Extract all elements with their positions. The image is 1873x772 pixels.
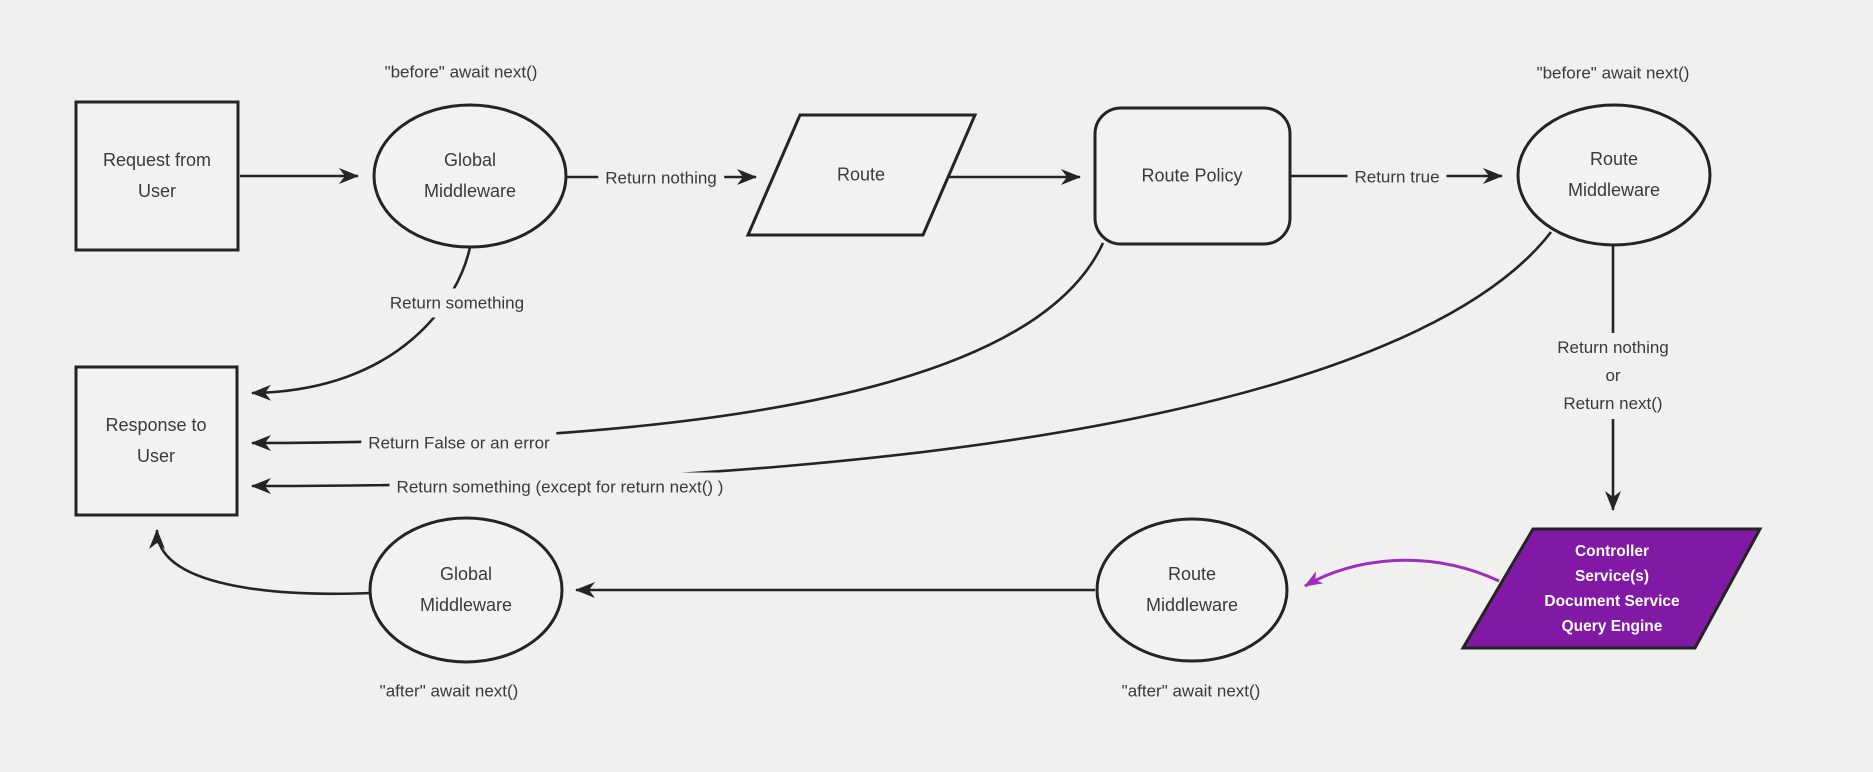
global-middleware-top-label: Global Middleware [423,150,517,201]
route-middleware-top-label: Route Middleware [1567,149,1661,200]
route-node-label: Route [836,164,886,185]
edge-return-false-to-response [251,242,1105,451]
edge-controller-to-route-middleware-bottom [1304,558,1500,588]
route-parallelogram [745,113,978,237]
controller-node-label: Controller Service(s) Document Service Q… [1544,543,1680,635]
edge-global-middleware-bottom-to-response [149,529,372,596]
return-true-label: Return true [1347,162,1447,192]
route-policy-box [1093,106,1292,246]
route-policy-label: Route Policy [1141,165,1243,186]
return-nothing-or-next-label: Return nothing or Return next() [1550,333,1676,419]
before-await-next-right-label: "before" await next() [1529,58,1697,88]
global-middleware-bottom-ellipse [368,516,564,664]
edge-return-something-to-response [251,246,472,401]
return-false-or-error-label: Return False or an error [361,428,557,458]
request-box [74,100,240,252]
controller-parallelogram [1460,527,1763,650]
return-nothing-label: Return nothing [598,163,724,193]
response-box [74,365,239,517]
return-something-except-label: Return something (except for return next… [389,472,731,502]
after-await-next-left-label: "after" await next() [372,676,526,706]
route-middleware-bottom-ellipse [1095,517,1289,663]
return-something-label: Return something [382,288,532,318]
global-middleware-top-ellipse [372,103,568,249]
route-middleware-top-ellipse [1516,103,1712,247]
response-node-label: Response to User [105,415,207,466]
before-await-next-left-label: "before" await next() [377,57,545,87]
request-node-label: Request from User [102,150,212,201]
route-middleware-bottom-label: Route Middleware [1145,564,1239,615]
after-await-next-middle-label: "after" await next() [1114,676,1268,706]
global-middleware-bottom-label: Global Middleware [419,564,513,615]
